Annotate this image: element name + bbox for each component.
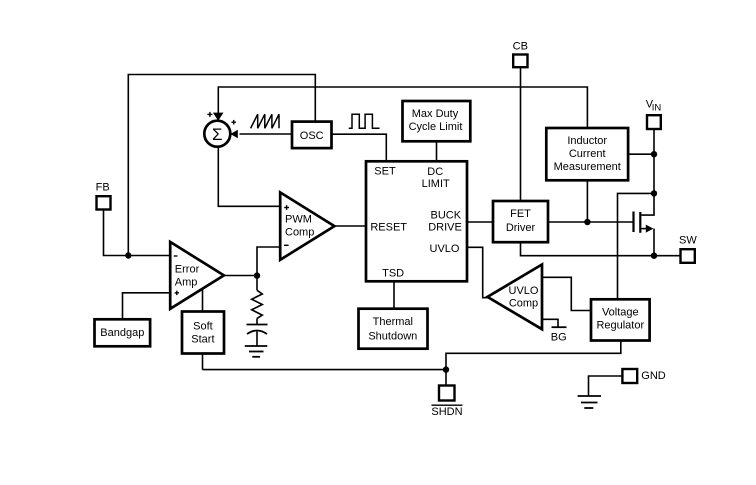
svg-text:BUCK: BUCK [431, 210, 462, 222]
svg-text:OSC: OSC [300, 130, 324, 142]
svg-text:SW: SW [679, 235, 697, 247]
svg-text:Σ: Σ [212, 125, 223, 144]
svg-text:UVLO: UVLO [430, 243, 460, 255]
svg-text:Comp: Comp [509, 298, 538, 310]
svg-text:V: V [646, 99, 654, 111]
svg-text:Cycle Limit: Cycle Limit [409, 121, 463, 133]
svg-text:Shutdown: Shutdown [368, 331, 417, 343]
svg-text:PWM: PWM [285, 214, 312, 226]
svg-text:FET: FET [510, 208, 531, 220]
svg-text:Inductor: Inductor [567, 135, 607, 147]
svg-text:LIMIT: LIMIT [422, 178, 450, 190]
svg-text:CB: CB [513, 41, 528, 53]
svg-text:Driver: Driver [506, 222, 536, 234]
svg-text:Comp: Comp [285, 227, 314, 239]
svg-text:BG: BG [551, 332, 567, 344]
svg-text:Measurement: Measurement [554, 161, 621, 173]
svg-text:Thermal: Thermal [373, 316, 413, 328]
svg-text:DC: DC [427, 166, 443, 178]
svg-text:GND: GND [641, 370, 666, 382]
svg-text:Voltage: Voltage [602, 307, 639, 319]
svg-text:FB: FB [96, 182, 110, 194]
svg-text:Max Duty: Max Duty [412, 108, 459, 120]
svg-text:DRIVE: DRIVE [428, 222, 462, 234]
svg-text:SHDN: SHDN [431, 406, 462, 418]
svg-text:Regulator: Regulator [596, 319, 644, 331]
svg-text:Current: Current [569, 148, 606, 160]
svg-text:TSD: TSD [382, 268, 404, 280]
svg-text:Error: Error [175, 263, 200, 275]
svg-text:Bandgap: Bandgap [100, 327, 144, 339]
svg-text:Soft: Soft [193, 321, 213, 333]
svg-text:Start: Start [191, 334, 214, 346]
svg-text:RESET: RESET [370, 222, 407, 234]
svg-text:IN: IN [652, 103, 662, 114]
svg-text:SET: SET [374, 166, 396, 178]
svg-text:Amp: Amp [175, 276, 198, 288]
svg-text:UVLO: UVLO [509, 285, 539, 297]
